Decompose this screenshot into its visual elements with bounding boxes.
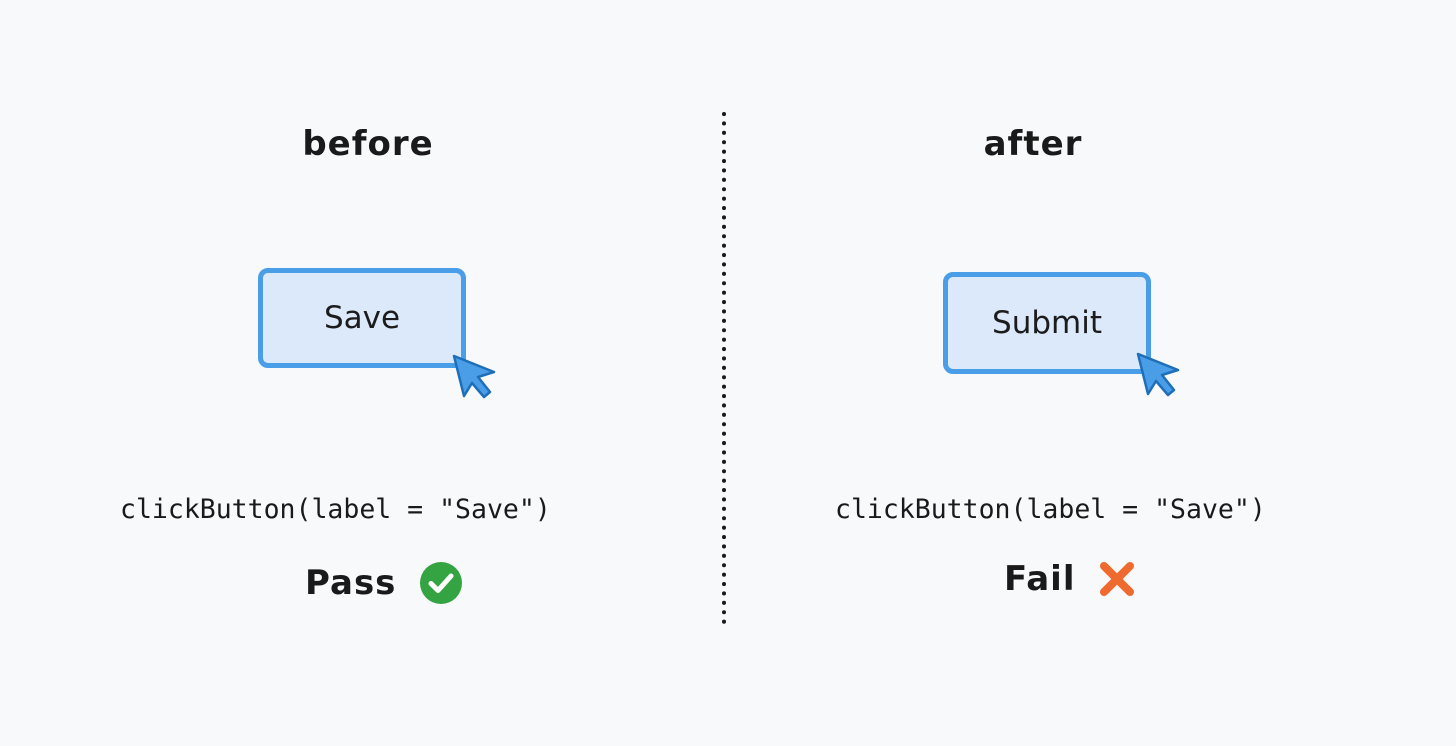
before-code-line: clickButton(label = "Save") (120, 494, 551, 525)
after-code-line: clickButton(label = "Save") (835, 494, 1266, 525)
save-button[interactable]: Save (258, 268, 466, 368)
after-title: after (983, 124, 1083, 164)
submit-button[interactable]: Submit (943, 272, 1151, 374)
cursor-arrow-icon (1136, 352, 1180, 397)
fail-label: Fail (1004, 559, 1076, 599)
dotted-divider (722, 112, 726, 630)
cursor-arrow-icon (452, 354, 496, 399)
before-title: before (302, 124, 434, 164)
fail-result: Fail (1004, 556, 1140, 602)
check-circle-icon (420, 562, 463, 604)
cross-icon (1099, 562, 1134, 596)
pass-label: Pass (305, 563, 397, 603)
pass-result: Pass (305, 560, 464, 606)
